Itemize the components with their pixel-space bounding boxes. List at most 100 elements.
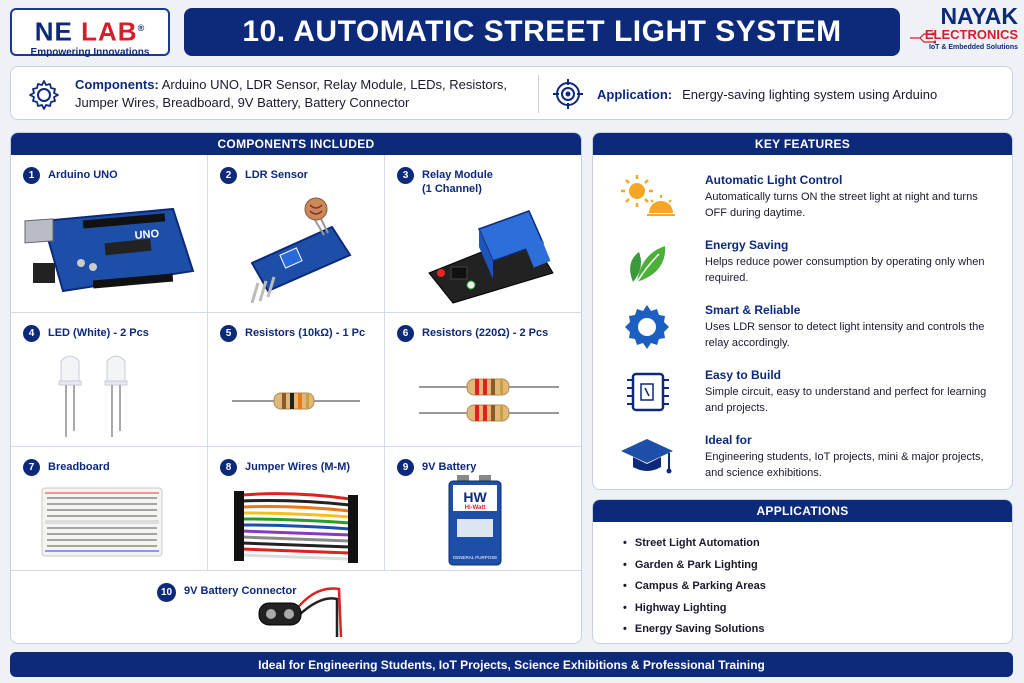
info-strip: Components: Arduino UNO, LDR Sensor, Rel… bbox=[10, 66, 1013, 120]
logo-right-tagline: IoT & Embedded Solutions bbox=[928, 44, 1018, 51]
feature-item: Automatic Light Control Automatically tu… bbox=[593, 169, 1012, 231]
component-number: 5 bbox=[220, 325, 237, 342]
key-features-heading: KEY FEATURES bbox=[593, 133, 1012, 155]
component-name: Arduino UNO bbox=[48, 169, 118, 181]
component-name: LDR Sensor bbox=[245, 169, 308, 181]
application-text: Energy-saving lighting system using Ardu… bbox=[682, 86, 938, 102]
nayak-electronics-logo: NAYAK ELECTRONICS IoT & Embedded Solutio… bbox=[906, 4, 1018, 60]
logo-nayak-text: NAYAK bbox=[940, 3, 1018, 29]
gear-icon bbox=[625, 305, 669, 349]
component-name: Breadboard bbox=[48, 461, 110, 473]
component-cell-ldr: 2 LDR Sensor bbox=[208, 155, 385, 313]
logo-lab-text: LAB bbox=[81, 16, 138, 47]
feature-description: Simple circuit, easy to understand and p… bbox=[705, 386, 987, 414]
component-number: 9 bbox=[397, 459, 414, 476]
component-cell-led: 4 LED (White) - 2 Pcs bbox=[11, 313, 208, 447]
feature-description: Helps reduce power consumption by operat… bbox=[705, 256, 985, 284]
component-name-line2: (1 Channel) bbox=[422, 183, 482, 195]
feature-description: Automatically turns ON the street light … bbox=[705, 191, 978, 219]
components-label: Components: bbox=[75, 77, 159, 92]
component-name: Jumper Wires (M-M) bbox=[245, 461, 351, 473]
footer-text: Ideal for Engineering Students, IoT Proj… bbox=[258, 657, 765, 672]
component-number: 10 bbox=[157, 583, 176, 602]
feature-item: Energy Saving Helps reduce power consump… bbox=[593, 234, 1012, 296]
feature-description: Uses LDR sensor to detect light intensit… bbox=[705, 321, 985, 349]
components-list-text: Arduino UNO, LDR Sensor, Relay Module, L… bbox=[75, 77, 508, 110]
applications-heading: APPLICATIONS bbox=[593, 500, 1012, 522]
breadboard-image bbox=[41, 487, 163, 557]
feature-item: Ideal for Engineering students, IoT proj… bbox=[593, 429, 1012, 489]
feature-title: Automatic Light Control bbox=[705, 173, 843, 187]
component-name-line1: Relay Module bbox=[422, 169, 493, 181]
arduino-board-label: UNO bbox=[134, 228, 160, 242]
chip-icon bbox=[627, 372, 669, 412]
feature-item: Easy to Build Simple circuit, easy to un… bbox=[593, 364, 1012, 426]
component-cell-relay: 3 Relay Module (1 Channel) bbox=[385, 155, 581, 313]
list-item: Energy Saving Solutions bbox=[623, 619, 1012, 641]
component-number: 8 bbox=[220, 459, 237, 476]
component-number: 7 bbox=[23, 459, 40, 476]
logo-electronics-text: ELECTRONICS bbox=[924, 27, 1018, 42]
list-item: Highway Lighting bbox=[623, 598, 1012, 620]
info-divider bbox=[538, 75, 539, 113]
component-cell-9v-battery: 9 9V Battery HW Hi-Watt GENERAL PURPOSE bbox=[385, 447, 581, 571]
key-features-panel: KEY FEATURES Automatic Light Control Aut… bbox=[592, 132, 1013, 490]
circuit-trace-icon bbox=[910, 32, 936, 44]
component-number: 4 bbox=[23, 325, 40, 342]
jumper-wires-image bbox=[234, 491, 358, 563]
application-label: Application: bbox=[597, 86, 673, 102]
feature-description: Engineering students, IoT projects, mini… bbox=[705, 451, 984, 479]
component-cell-arduino: 1 Arduino UNO UNO bbox=[11, 155, 208, 313]
battery-brand: HW bbox=[463, 489, 487, 505]
component-name: 9V Battery bbox=[422, 461, 477, 473]
leaf-icon bbox=[630, 246, 666, 283]
feature-title: Easy to Build bbox=[705, 368, 782, 382]
component-cell-breadboard: 7 Breadboard bbox=[11, 447, 208, 571]
component-cell-resistor-220: 6 Resistors (220Ω) - 2 Pcs bbox=[385, 313, 581, 447]
applications-list: Street Light Automation Garden & Park Li… bbox=[623, 533, 1012, 641]
arduino-uno-image: UNO bbox=[24, 207, 195, 293]
list-item: Street Light Automation bbox=[623, 533, 1012, 555]
component-name: 9V Battery Connector bbox=[184, 585, 297, 597]
component-cell-battery-connector: 10 9V Battery Connector bbox=[11, 571, 581, 643]
feature-title: Smart & Reliable bbox=[705, 303, 801, 317]
list-item: Campus & Parking Areas bbox=[623, 576, 1012, 598]
feature-item: Smart & Reliable Uses LDR sensor to dete… bbox=[593, 299, 1012, 361]
logo-tagline: Empowering Innovations bbox=[30, 46, 150, 58]
resistor-10k-image bbox=[232, 392, 360, 410]
components-summary: Components: Arduino UNO, LDR Sensor, Rel… bbox=[27, 76, 547, 112]
component-number: 1 bbox=[23, 167, 40, 184]
component-name: Relay Module (1 Channel) bbox=[422, 168, 493, 196]
battery-sub-brand: Hi-Watt bbox=[465, 505, 486, 511]
component-name: LED (White) - 2 Pcs bbox=[48, 327, 149, 339]
page-title: 10. AUTOMATIC STREET LIGHT SYSTEM bbox=[242, 15, 842, 48]
title-banner: 10. AUTOMATIC STREET LIGHT SYSTEM bbox=[184, 8, 900, 56]
application-summary: Application: Energy-saving lighting syst… bbox=[553, 79, 937, 109]
components-panel: COMPONENTS INCLUDED 1 Arduino UNO UNO 2 … bbox=[10, 132, 582, 644]
9v-battery-image: HW Hi-Watt GENERAL PURPOSE bbox=[448, 475, 502, 566]
battery-connector-image bbox=[258, 587, 343, 638]
white-led-image bbox=[58, 355, 128, 437]
component-number: 2 bbox=[220, 167, 237, 184]
gear-outline-icon bbox=[29, 80, 59, 110]
relay-module-image bbox=[428, 210, 554, 304]
component-cell-resistor-10k: 5 Resistors (10kΩ) - 1 Pc bbox=[208, 313, 385, 447]
ldr-sensor-image bbox=[250, 197, 352, 304]
battery-label: GENERAL PURPOSE bbox=[453, 555, 498, 560]
registered-mark: ® bbox=[137, 23, 146, 33]
logo-ne-text: NE bbox=[34, 16, 73, 47]
components-heading: COMPONENTS INCLUDED bbox=[11, 133, 581, 155]
feature-title: Energy Saving bbox=[705, 238, 789, 252]
sun-icon bbox=[621, 175, 675, 216]
component-cell-jumper-wires: 8 Jumper Wires (M-M) bbox=[208, 447, 385, 571]
list-item: Garden & Park Lighting bbox=[623, 555, 1012, 577]
ne-lab-logo: NE LAB® Empowering Innovations bbox=[10, 8, 170, 58]
component-name: Resistors (220Ω) - 2 Pcs bbox=[422, 327, 549, 339]
footer-banner: Ideal for Engineering Students, IoT Proj… bbox=[10, 652, 1013, 677]
component-number: 3 bbox=[397, 167, 414, 184]
graduation-cap-icon bbox=[621, 439, 673, 474]
applications-panel: APPLICATIONS Street Light Automation Gar… bbox=[592, 499, 1013, 644]
target-icon bbox=[553, 79, 583, 109]
component-number: 6 bbox=[397, 325, 414, 342]
resistor-220-image bbox=[419, 378, 559, 422]
